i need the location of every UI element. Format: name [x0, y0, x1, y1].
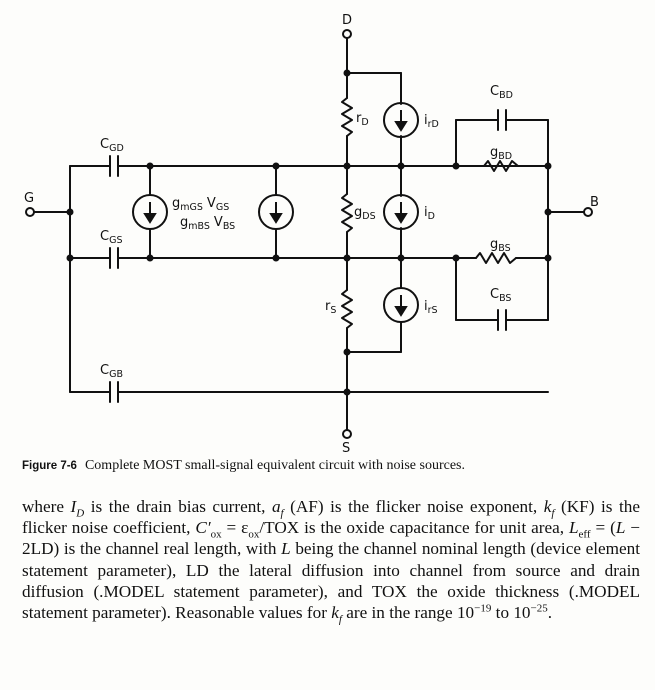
- resistor-gbd: [483, 160, 519, 172]
- label-rd: rD: [356, 111, 369, 128]
- label-irs: irS: [424, 299, 438, 316]
- label-cbs: CBS: [490, 287, 511, 304]
- terminal-gate: [25, 207, 35, 217]
- resistor-rs: [341, 289, 353, 329]
- arrow-head: [394, 306, 408, 317]
- figure-caption-text: Complete MOST small-signal equivalent ci…: [84, 458, 465, 473]
- arrow-head: [394, 121, 408, 132]
- resistor-rd: [341, 97, 353, 137]
- label-id: iD: [424, 205, 435, 222]
- junction-dot: [272, 254, 280, 262]
- current-source-gmgs: [132, 194, 168, 230]
- junction-dot: [397, 254, 405, 262]
- current-source-id: [383, 194, 419, 230]
- label-rs: rS: [325, 299, 336, 316]
- label-source: S: [342, 441, 350, 455]
- label-cgs: CGS: [100, 229, 122, 246]
- resistor-gbs: [475, 252, 517, 264]
- junction-dot: [146, 254, 154, 262]
- junction-dot: [146, 162, 154, 170]
- arrow-head: [143, 213, 157, 224]
- junction-dot: [544, 162, 552, 170]
- label-gbs: gBS: [490, 237, 511, 254]
- label-cgb: CGB: [100, 363, 123, 380]
- junction-dot: [343, 388, 351, 396]
- figure-label: Figure 7-6: [22, 460, 77, 472]
- arrow-head: [269, 213, 283, 224]
- junction-dot: [452, 254, 460, 262]
- junction-dot: [343, 254, 351, 262]
- label-cgd: CGD: [100, 137, 124, 154]
- arrow-head: [394, 213, 408, 224]
- junction-dot: [343, 162, 351, 170]
- terminal-source: [342, 429, 352, 439]
- terminal-drain: [342, 29, 352, 39]
- junction-dot: [66, 254, 74, 262]
- label-gbd: gBD: [490, 145, 512, 162]
- body-paragraph: where ID is the drain bias current, af (…: [22, 496, 641, 626]
- junction-dot: [397, 162, 405, 170]
- terminal-bulk: [583, 207, 593, 217]
- paragraph: where ID is the drain bias current, af (…: [22, 497, 641, 626]
- label-cbd: CBD: [490, 84, 513, 101]
- junction-dot: [544, 254, 552, 262]
- label-gds: gDS: [354, 205, 376, 222]
- current-source-gmbs: [258, 194, 294, 230]
- junction-dot: [343, 348, 351, 356]
- junction-dot: [66, 208, 74, 216]
- label-drain: D: [342, 13, 352, 28]
- circuit-diagram: D G B S CGD CGS CGB CBD gBD gBS CBS rD g…: [24, 13, 599, 455]
- junction-dot: [272, 162, 280, 170]
- current-source-ird: [383, 102, 419, 138]
- label-bulk: B: [590, 195, 599, 210]
- junction-dot: [452, 162, 460, 170]
- resistor-gds: [341, 193, 353, 233]
- label-gate: G: [24, 191, 34, 206]
- junction-dot: [343, 69, 351, 77]
- current-source-irs: [383, 287, 419, 323]
- figure-caption: Figure 7-6 Complete MOST small-signal equ…: [22, 458, 642, 474]
- label-ird: irD: [424, 113, 439, 130]
- junction-dot: [544, 208, 552, 216]
